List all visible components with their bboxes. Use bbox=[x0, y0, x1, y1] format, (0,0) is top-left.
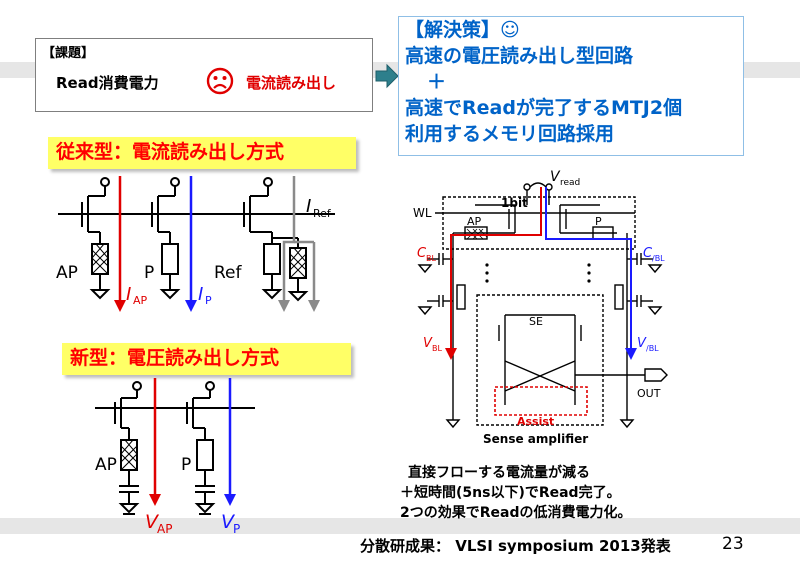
cell-ap bbox=[81, 177, 111, 300]
label-assist: Assist bbox=[517, 415, 554, 428]
label-p: P bbox=[144, 263, 154, 283]
bitline-red bbox=[450, 187, 542, 350]
conventional-title: 従来型：電流読み出し方式 bbox=[48, 137, 356, 169]
label-vread-sub: read bbox=[560, 178, 580, 188]
label-ap: AP bbox=[56, 263, 78, 283]
label-i: I bbox=[198, 284, 203, 305]
solution-plus: ＋ bbox=[427, 71, 447, 93]
problem-box: 【課題】 Read消費電力 電流読み出し bbox=[35, 38, 373, 112]
label-iref: I bbox=[306, 196, 311, 217]
label-1bit: 1bit bbox=[501, 196, 528, 210]
conventional-circuit: AP P Ref I AP I P I Ref bbox=[56, 176, 335, 312]
label-v: V bbox=[145, 511, 160, 533]
label-i-sub: P bbox=[205, 294, 212, 307]
label-v: V bbox=[221, 511, 236, 533]
assist-box bbox=[494, 386, 588, 416]
label-ap: AP bbox=[95, 455, 117, 475]
label-p: P bbox=[595, 215, 602, 228]
label-cbl-sub: BL bbox=[426, 254, 436, 263]
note-line: 2つの効果でReadの低消費電力化。 bbox=[400, 505, 632, 521]
label-ref: Ref bbox=[214, 263, 243, 283]
label-v-sub: P bbox=[233, 522, 240, 536]
label-p: P bbox=[181, 455, 191, 475]
label-vbl-sub: BL bbox=[432, 344, 442, 353]
frown-face-icon bbox=[206, 67, 234, 95]
note-line: ＋短時間(5ns以下)でRead完了。 bbox=[400, 485, 621, 501]
problem-label: Read消費電力 bbox=[56, 74, 159, 92]
cell-p bbox=[186, 381, 216, 515]
right-arrow-icon bbox=[375, 63, 399, 89]
label-c-bbl-sub: /BL bbox=[652, 254, 665, 263]
footer-text: 分散研成果： VLSI symposium 2013発表 bbox=[360, 537, 671, 555]
new-type-title: 新型：電圧読み出し方式 bbox=[62, 343, 351, 375]
sense-amplifier-circuit: V read bbox=[413, 169, 668, 446]
solution-line: 高速の電圧読み出し型回路 bbox=[405, 45, 634, 67]
label-vbl: V bbox=[423, 336, 433, 351]
label-c-bbl: C bbox=[643, 246, 653, 261]
cell-ap bbox=[114, 381, 142, 515]
label-ap: AP bbox=[467, 215, 482, 228]
label-wl: WL bbox=[413, 206, 432, 220]
solution-line: 利用するメモリ回路採用 bbox=[405, 123, 615, 145]
label-sense-amp: Sense amplifier bbox=[483, 432, 588, 446]
label-se: SE bbox=[529, 315, 543, 328]
bitline-blue bbox=[545, 187, 632, 350]
cell-p bbox=[151, 177, 181, 300]
new-type-circuit: AP P V AP V P bbox=[95, 378, 255, 536]
note-line: 直接フローする電流量が減る bbox=[408, 465, 590, 481]
label-v-sub: AP bbox=[157, 522, 172, 536]
problem-highlight: 電流読み出し bbox=[246, 74, 337, 92]
label-i: I bbox=[126, 284, 131, 305]
problem-tag: 【課題】 bbox=[42, 46, 95, 61]
solution-box: 【解決策】☺ 高速の電圧読み出し型回路 ＋ 高速でReadが完了するMTJ2個 … bbox=[398, 16, 744, 156]
solution-line: 高速でReadが完了するMTJ2個 bbox=[405, 97, 683, 119]
label-v-bbl: V bbox=[637, 336, 647, 351]
label-vread: V bbox=[550, 169, 561, 185]
label-out: OUT bbox=[637, 387, 661, 400]
label-cbl: C bbox=[417, 246, 427, 261]
label-i-sub: AP bbox=[133, 294, 148, 307]
cell-ref bbox=[243, 177, 309, 302]
label-v-bbl-sub: /BL bbox=[646, 344, 659, 353]
page-number: 23 bbox=[722, 534, 744, 554]
label-iref-sub: Ref bbox=[313, 207, 332, 220]
solution-heading: 【解決策】☺ bbox=[405, 19, 520, 41]
footer-band bbox=[0, 518, 800, 534]
